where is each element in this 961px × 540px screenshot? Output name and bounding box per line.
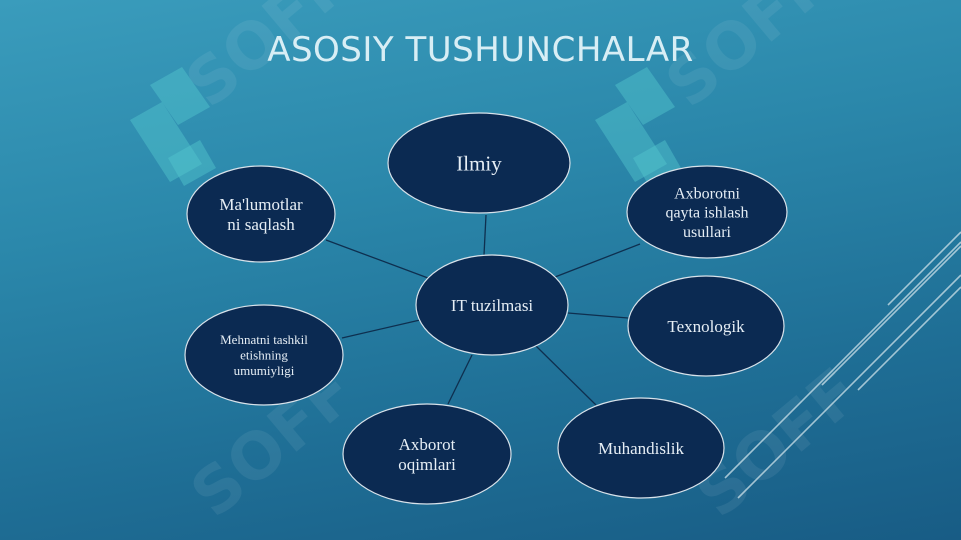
node-label: qayta ishlash (665, 205, 748, 222)
node-axborotni: Axborotni qayta ishlash usullari (626, 165, 788, 259)
node-texnologik: Texnologik (627, 275, 785, 377)
deco-line (724, 241, 961, 479)
edge-center-to-muhandislik (535, 345, 597, 406)
node-label: IT tuzilmasi (451, 296, 534, 315)
node-muhandislik: Muhandislik (557, 397, 725, 499)
node-label: oqimlari (398, 455, 456, 474)
slide-title: ASOSIY TUSHUNCHALAR (267, 30, 694, 70)
node-label: Muhandislik (598, 439, 684, 458)
node-ellipse (342, 403, 512, 505)
node-ellipse (626, 165, 788, 259)
node-label: Texnologik (667, 317, 745, 336)
node-label: Ma'lumotlar (219, 195, 303, 214)
edge-center-to-malumotlar (325, 239, 429, 279)
edge-center-to-axborotni (554, 243, 641, 278)
node-ellipse (387, 112, 571, 214)
deco-line (857, 286, 961, 391)
edge-center-to-ilmiy (483, 214, 487, 256)
edge-center-to-texnologik (567, 312, 629, 319)
edge-center-to-mehnatni (341, 319, 421, 339)
node-ilmiy: Ilmiy (387, 112, 571, 214)
node-center: IT tuzilmasi (415, 254, 569, 356)
deco-line (887, 231, 961, 306)
node-label: Ilmiy (456, 151, 502, 175)
logo-watermark-left (130, 67, 216, 186)
node-label: usullari (683, 224, 732, 241)
node-label: etishning (240, 348, 288, 363)
node-label: ni saqlash (227, 215, 295, 234)
node-label: Axborot (399, 435, 456, 454)
node-label: Mehnatni tashkil (220, 332, 308, 347)
edge-center-to-axborot-oqimlari (447, 354, 473, 405)
node-label: Axborotni (674, 185, 740, 202)
node-ellipse (627, 275, 785, 377)
deco-line (821, 245, 961, 386)
node-ellipse (415, 254, 569, 356)
logo-watermark-right (595, 67, 681, 186)
node-ellipse (186, 165, 336, 263)
deco-line (737, 274, 961, 499)
node-ellipse (557, 397, 725, 499)
node-ellipse (184, 304, 344, 406)
node-label: umumiyligi (234, 363, 295, 378)
